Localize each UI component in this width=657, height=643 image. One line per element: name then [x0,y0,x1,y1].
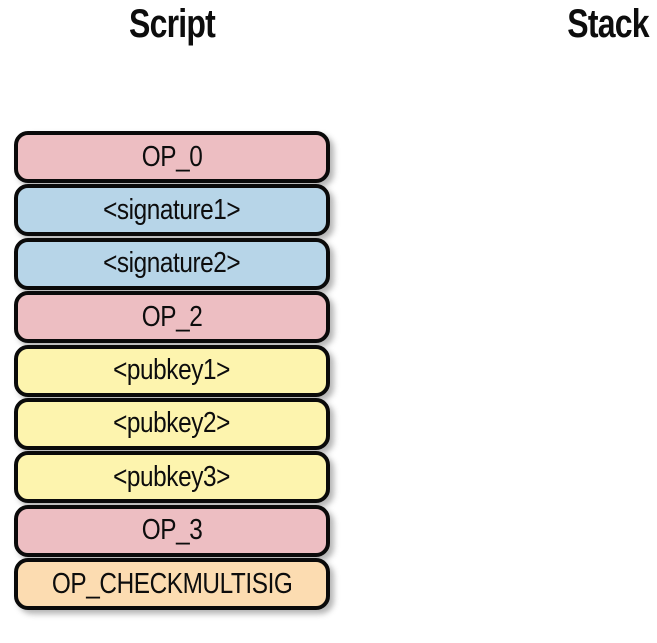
script-item-label: <pubkey3> [113,460,231,493]
script-item-label: <signature2> [103,247,241,280]
script-item-label: OP_2 [141,300,203,333]
script-item-op-2: OP_2 [14,291,330,344]
script-item-pubkey2: <pubkey2> [14,397,330,450]
script-item-op-checkmultisig: OP_CHECKMULTISIG [14,558,330,611]
script-column-title: Script [129,2,216,46]
script-item-signature1: <signature1> [14,184,330,237]
script-item-pubkey3: <pubkey3> [14,451,330,504]
stack-column-empty [470,131,650,611]
script-item-pubkey1: <pubkey1> [14,344,330,397]
script-item-label: OP_3 [141,514,203,547]
script-item-label: <pubkey2> [113,407,231,440]
script-column: OP_0 <signature1> <signature2> OP_2 <pub… [14,131,330,611]
stack-column-title: Stack [567,2,649,46]
script-item-label: <signature1> [103,193,241,226]
script-item-label: <pubkey1> [113,354,231,387]
script-item-label: OP_0 [141,140,203,173]
script-item-signature2: <signature2> [14,237,330,290]
script-item-op-0: OP_0 [14,131,330,183]
script-item-op-3: OP_3 [14,504,330,557]
script-item-label: OP_CHECKMULTISIG [51,567,293,600]
